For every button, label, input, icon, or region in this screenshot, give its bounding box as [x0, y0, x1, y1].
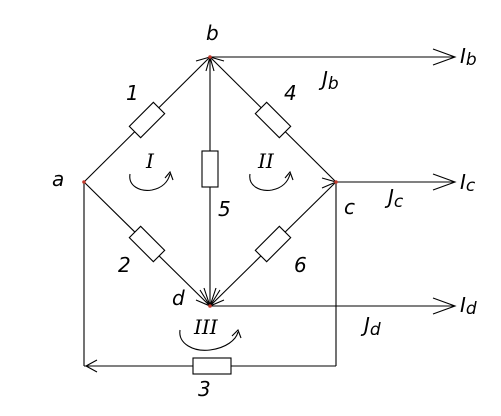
resistor-label-3: 3: [198, 377, 211, 401]
arrowhead-out-c: [432, 173, 457, 191]
loop-label-3: III: [193, 315, 219, 339]
resistor-label-1: 1: [126, 81, 139, 105]
arrowhead-bottom-left: [84, 359, 98, 373]
node-label-b: b: [206, 21, 219, 45]
loop-arrow-3: [179, 329, 239, 351]
resistor-2: [128, 225, 166, 263]
resistor-6: [254, 225, 292, 263]
resistor-5: [201, 150, 219, 188]
resistor-label-4: 4: [284, 81, 297, 105]
source-label-jc: Jc: [384, 185, 404, 212]
loop-arrow-2: [249, 173, 291, 191]
resistor-label-6: 6: [294, 253, 307, 277]
resistor-label-2: 2: [118, 253, 131, 277]
node-b-dot: [208, 55, 212, 59]
source-label-jd: Jd: [360, 313, 381, 340]
node-label-d: d: [172, 286, 185, 310]
resistor-3: [192, 357, 232, 375]
resistor-4: [254, 101, 292, 139]
loop-label-1: I: [145, 149, 155, 173]
resistor-label-5: 5: [218, 197, 231, 221]
current-label-ic: Ic: [460, 170, 476, 196]
loop-arrow-3-head: [231, 329, 242, 339]
loop-arrow-1: [129, 173, 171, 191]
loop-label-2: II: [257, 149, 275, 173]
loop-arrow-1-head: [164, 170, 174, 181]
resistor-1: [128, 101, 166, 139]
current-label-id: Id: [460, 293, 477, 319]
node-d-dot: [208, 304, 212, 308]
node-a-dot: [82, 180, 86, 184]
node-label-a: a: [52, 167, 64, 191]
arrowhead-out-b: [432, 48, 457, 66]
arrowhead-out-d: [432, 297, 457, 315]
node-c-dot: [334, 180, 338, 184]
node-label-c: c: [344, 195, 355, 219]
source-label-jb: Jb: [318, 67, 339, 94]
loop-arrow-2-head: [284, 170, 294, 181]
current-label-ib: Ib: [460, 44, 477, 70]
